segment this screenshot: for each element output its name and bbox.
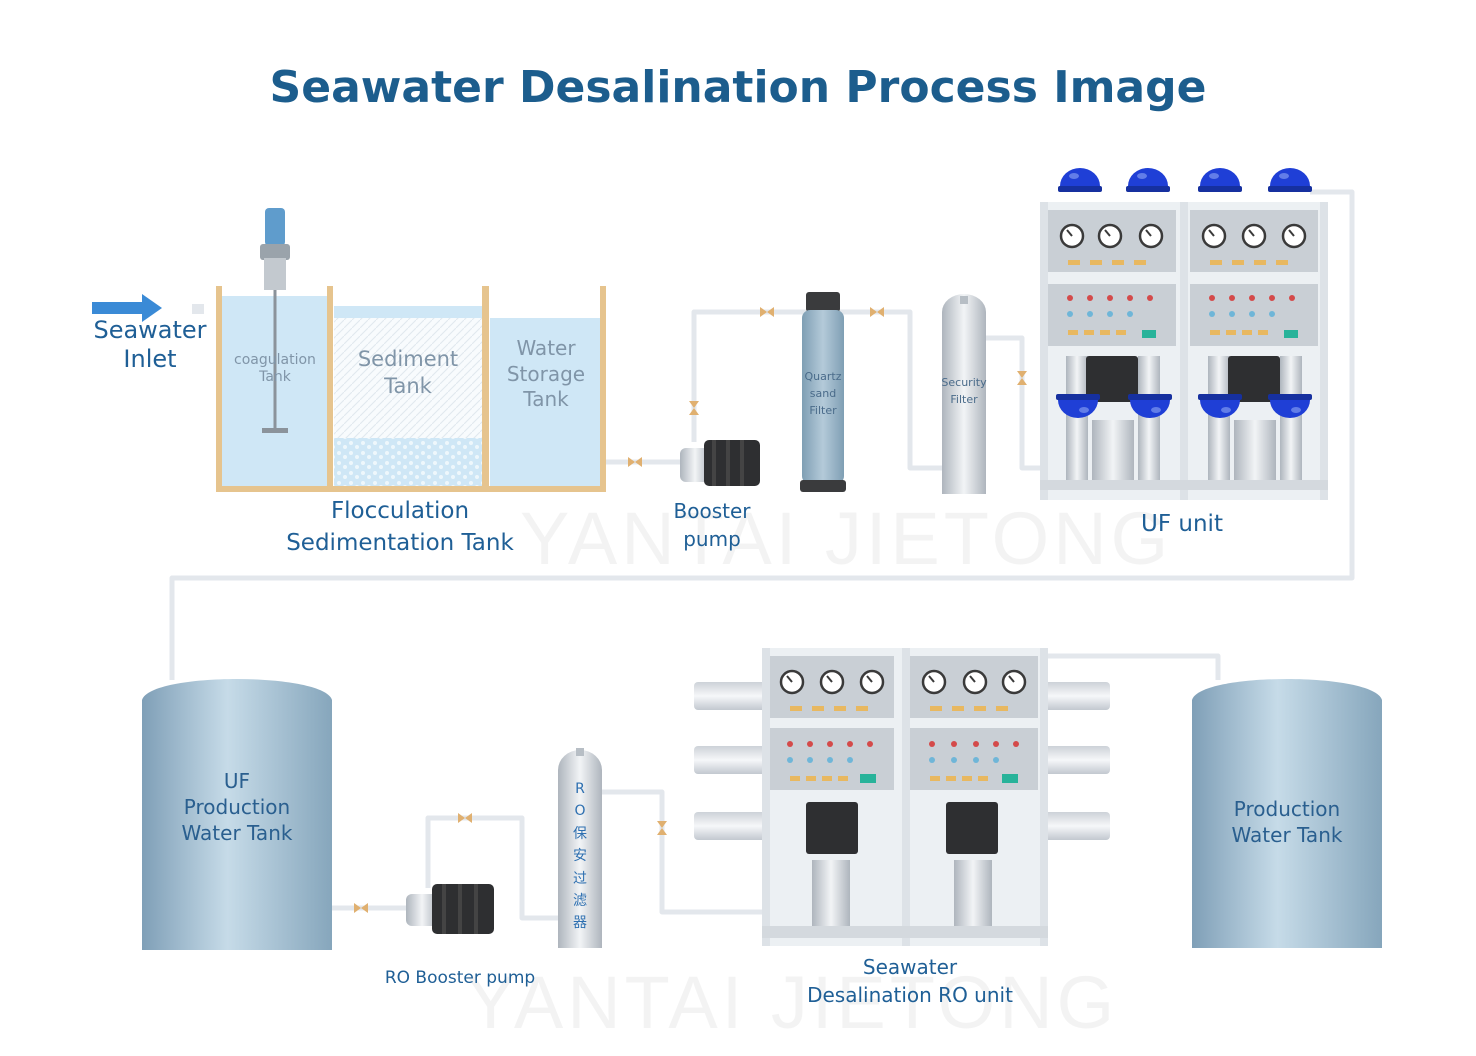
right-arrow-icon <box>92 294 204 322</box>
security-filter-icon <box>942 294 986 494</box>
uf-unit-label: UF unit <box>1141 511 1223 537</box>
label-line: UF <box>223 769 251 793</box>
label-line: Water Tank <box>1231 823 1343 847</box>
ro-security-filter-icon <box>558 748 602 948</box>
ro-unit-label: Seawater Desalination RO unit <box>770 954 1050 1009</box>
production-tank-label: Production Water Tank <box>1192 796 1382 848</box>
uf-production-tank-icon <box>142 679 332 950</box>
label-line: Water <box>516 336 576 360</box>
label-char: 安 <box>573 848 587 865</box>
label-line: pump <box>683 526 741 551</box>
label-line: Quartz <box>804 370 842 383</box>
label-line: Filter <box>809 404 837 418</box>
label-char: 过 <box>573 870 587 887</box>
label-line: Production <box>1233 797 1341 821</box>
label-line: Water Tank <box>181 821 293 845</box>
label-line: Sedimentation Tank <box>286 529 514 556</box>
label-char: 滤 <box>573 892 587 909</box>
label-char: 保 <box>573 825 587 842</box>
sediment-tank-label: Sediment Tank <box>334 346 482 401</box>
label-char: R <box>575 781 585 797</box>
label-line: Seawater <box>93 316 207 344</box>
booster-pump-label: Booster pump <box>652 498 772 553</box>
coagulation-tank-label: coagulation Tank <box>222 352 328 386</box>
label-line: Booster <box>673 499 751 523</box>
storage-tank-label: Water Storage Tank <box>490 336 602 413</box>
label-line: Security <box>941 376 987 389</box>
booster-pump-icon <box>680 440 760 486</box>
uf-tank-label: UF Production Water Tank <box>142 768 332 846</box>
ro-unit-icon <box>694 648 1110 946</box>
watermark: YANTAI JIETONG <box>520 497 1173 580</box>
watermark: YANTAI JIETONG <box>466 961 1119 1044</box>
page-title: Seawater Desalination Process Image <box>269 62 1207 113</box>
uf-unit-icon <box>1040 202 1328 500</box>
label-line: Production <box>183 795 291 819</box>
label-line: Storage <box>506 361 586 386</box>
inlet-label: Seawater Inlet <box>80 316 220 375</box>
label-char: O <box>574 803 586 820</box>
label-line: Sediment <box>357 347 459 371</box>
security-filter-label: Security Filter <box>936 374 992 408</box>
ro-booster-pump-label: RO Booster pump <box>384 968 536 988</box>
label-line: Tank <box>384 374 432 399</box>
label-line: Seawater <box>862 955 958 979</box>
label-line: coagulation <box>234 352 316 368</box>
label-line: Flocculation <box>330 498 470 524</box>
label-line: Desalination RO unit <box>807 982 1013 1007</box>
ro-filter-label: R O 保 安 过 滤 器 <box>566 778 594 935</box>
label-line: Tank <box>523 387 569 412</box>
quartz-sand-filter-icon <box>800 292 846 492</box>
production-tank-icon <box>1192 679 1382 948</box>
ro-booster-pump-icon <box>406 884 494 934</box>
label-line: sand <box>809 387 837 401</box>
quartz-filter-label: Quartz sand Filter <box>796 368 850 419</box>
label-char: 器 <box>573 915 587 932</box>
label-line: Inlet <box>123 345 177 374</box>
label-line: Tank <box>259 369 291 386</box>
flocculation-tank-label: Flocculation Sedimentation Tank <box>250 496 550 559</box>
mixer-motor-icon <box>260 208 290 433</box>
label-line: Filter <box>950 393 978 407</box>
